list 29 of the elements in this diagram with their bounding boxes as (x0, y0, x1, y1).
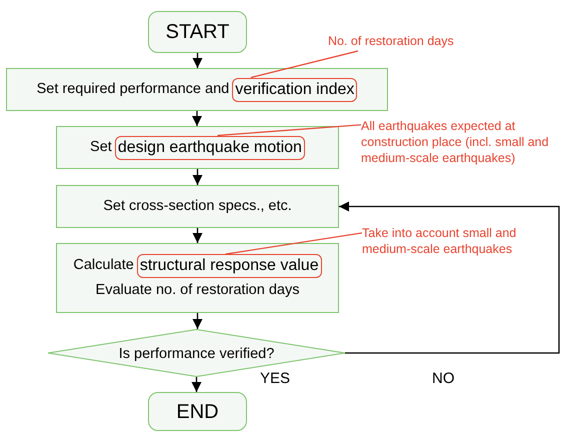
arrow (192, 53, 202, 68)
annotation-text: All earthquakes expected at construction place (incl. small and medium-scale earthquakes) (361, 118, 561, 186)
arrow (192, 228, 202, 243)
terminal-box (148, 392, 247, 431)
step-label: END (176, 400, 219, 424)
arrow (192, 169, 202, 185)
step-label: Is performance verified? (118, 345, 274, 364)
step-label: START (166, 20, 230, 45)
step-label: Set cross-section specs., etc. (103, 196, 292, 216)
arrow (192, 377, 202, 392)
process-box (56, 126, 339, 169)
annotation-text: No. of restoration days (328, 33, 528, 51)
step-label: Calculate (73, 256, 134, 276)
step-label: Set (90, 138, 112, 157)
annotation-text: Take into account small and medium-scale earthquakes (362, 225, 561, 261)
process-box (56, 185, 339, 228)
process-box (6, 68, 388, 111)
leader-line (217, 124, 362, 136)
terminal-box (148, 11, 247, 53)
arrow (192, 111, 202, 126)
process-box (56, 243, 339, 313)
leader-line (250, 50, 358, 78)
highlight-box: structural response value (136, 254, 322, 278)
highlight-box: design earthquake motion (114, 136, 305, 160)
step-label: Evaluate no. of restoration days (96, 281, 300, 300)
arrow (339, 202, 560, 354)
step-label: Set required performance and (36, 80, 230, 99)
arrow (192, 313, 202, 329)
highlight-box: verification index (232, 78, 358, 102)
